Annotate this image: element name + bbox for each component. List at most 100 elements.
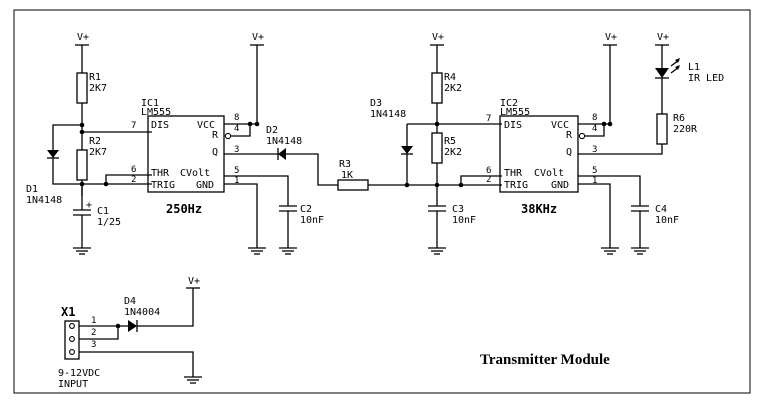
svg-text:2: 2	[91, 328, 96, 338]
svg-text:4: 4	[592, 124, 597, 134]
svg-text:X1: X1	[61, 305, 75, 319]
svg-text:10nF: 10nF	[452, 215, 476, 226]
svg-text:8: 8	[234, 113, 239, 123]
resistor-r3: R3 1K	[337, 159, 408, 191]
svg-text:1: 1	[592, 176, 597, 186]
svg-text:1/25: 1/25	[97, 217, 121, 228]
svg-text:1N4148: 1N4148	[370, 109, 406, 120]
svg-text:3: 3	[91, 340, 96, 350]
supply-symbol-led: V+	[654, 32, 670, 54]
svg-text:7: 7	[131, 121, 136, 131]
svg-text:250Hz: 250Hz	[166, 202, 202, 216]
svg-text:C2: C2	[300, 204, 312, 215]
svg-text:V+: V+	[188, 276, 200, 287]
svg-text:R: R	[566, 130, 573, 141]
svg-text:R3: R3	[339, 159, 351, 170]
svg-text:CVolt: CVolt	[534, 168, 564, 179]
svg-text:V+: V+	[432, 32, 444, 43]
diode-d1: D1 1N4148	[26, 122, 85, 206]
svg-text:2K2: 2K2	[444, 83, 462, 94]
svg-text:IR LED: IR LED	[688, 73, 724, 84]
svg-text:R: R	[212, 130, 219, 141]
svg-text:C1: C1	[97, 206, 109, 217]
svg-text:D2: D2	[266, 125, 278, 136]
svg-text:TRIG: TRIG	[504, 180, 528, 191]
svg-text:1N4148: 1N4148	[26, 195, 62, 206]
svg-text:R6: R6	[673, 113, 685, 124]
svg-text:V+: V+	[77, 32, 89, 43]
svg-text:8: 8	[592, 113, 597, 123]
svg-text:LM555: LM555	[141, 107, 171, 118]
svg-text:2K7: 2K7	[89, 83, 107, 94]
svg-text:VCC: VCC	[551, 120, 569, 131]
svg-text:10nF: 10nF	[300, 215, 324, 226]
svg-text:R1: R1	[89, 72, 101, 83]
svg-text:GND: GND	[196, 180, 214, 191]
diode-d4: D4 1N4004	[124, 296, 194, 332]
svg-text:D1: D1	[26, 184, 38, 195]
ic2-lm555: IC2 LM555 DIS VCC R Q THR CVolt TRIG GND…	[486, 98, 597, 216]
svg-text:1: 1	[234, 176, 239, 186]
svg-text:V+: V+	[605, 32, 617, 43]
svg-text:IC1: IC1	[141, 98, 159, 109]
svg-text:V+: V+	[657, 32, 669, 43]
svg-text:1N4004: 1N4004	[124, 307, 160, 318]
svg-text:CVolt: CVolt	[180, 168, 210, 179]
resistor-r6: R6 220R	[656, 113, 698, 145]
svg-text:TRIG: TRIG	[151, 180, 175, 191]
capacitor-c2: C2 10nF	[278, 204, 324, 255]
svg-text:2: 2	[486, 175, 491, 185]
svg-text:DIS: DIS	[151, 120, 169, 131]
svg-text:9-12VDC: 9-12VDC	[58, 368, 100, 379]
resistor-r1: R1 2K7	[76, 53, 107, 132]
svg-text:D3: D3	[370, 98, 382, 109]
svg-text:6: 6	[131, 165, 136, 175]
capacitor-c1: + C1 1/25	[72, 184, 121, 255]
svg-text:Q: Q	[566, 147, 572, 158]
supply-symbol-input: V+	[185, 276, 201, 297]
svg-text:4: 4	[234, 124, 239, 134]
supply-symbol-r4: V+	[429, 32, 445, 54]
svg-text:5: 5	[592, 166, 597, 176]
svg-text:7: 7	[486, 114, 491, 124]
ir-led-l1: L1 IR LED	[655, 53, 724, 114]
frame-border	[13, 9, 751, 394]
svg-text:V+: V+	[252, 32, 264, 43]
diode-d2: D2 1N4148	[266, 125, 338, 186]
svg-text:220R: 220R	[673, 124, 698, 135]
diagram-title: Transmitter Module	[480, 352, 610, 368]
svg-text:2K7: 2K7	[89, 147, 107, 158]
svg-text:2K2: 2K2	[444, 147, 462, 158]
svg-text:1N4148: 1N4148	[266, 136, 302, 147]
svg-text:LM555: LM555	[500, 107, 530, 118]
svg-text:THR: THR	[151, 168, 170, 179]
svg-text:R4: R4	[444, 72, 456, 83]
svg-text:10nF: 10nF	[655, 215, 679, 226]
svg-text:D4: D4	[124, 296, 136, 307]
resistor-r4: R4 2K2	[431, 53, 462, 124]
svg-text:R5: R5	[444, 136, 456, 147]
svg-text:1: 1	[91, 316, 96, 326]
ic1-lm555: IC1 LM555 DIS VCC R Q THR CVolt TRIG GND…	[131, 98, 239, 216]
svg-text:Q: Q	[212, 147, 218, 158]
capacitor-c3: C3 10nF	[427, 185, 476, 255]
resistor-r5: R5 2K2	[431, 124, 462, 185]
svg-text:5: 5	[234, 166, 239, 176]
svg-text:6: 6	[486, 166, 491, 176]
connector-x1: X1 1 2 3 9-12VDC INPUT	[58, 305, 100, 390]
svg-text:3: 3	[592, 145, 597, 155]
svg-text:GND: GND	[551, 180, 569, 191]
svg-text:C4: C4	[655, 204, 667, 215]
supply-symbol-ic2: V+	[602, 32, 618, 54]
svg-text:+: +	[86, 200, 92, 211]
supply-symbol-r1: V+	[74, 32, 90, 54]
svg-text:IC2: IC2	[500, 98, 518, 109]
svg-text:C3: C3	[452, 204, 464, 215]
svg-text:38KHz: 38KHz	[521, 202, 557, 216]
capacitor-c4: C4 10nF	[630, 204, 679, 255]
svg-text:VCC: VCC	[197, 120, 215, 131]
svg-text:INPUT: INPUT	[58, 379, 88, 390]
svg-text:2: 2	[131, 175, 136, 185]
supply-symbol-ic1: V+	[249, 32, 265, 54]
